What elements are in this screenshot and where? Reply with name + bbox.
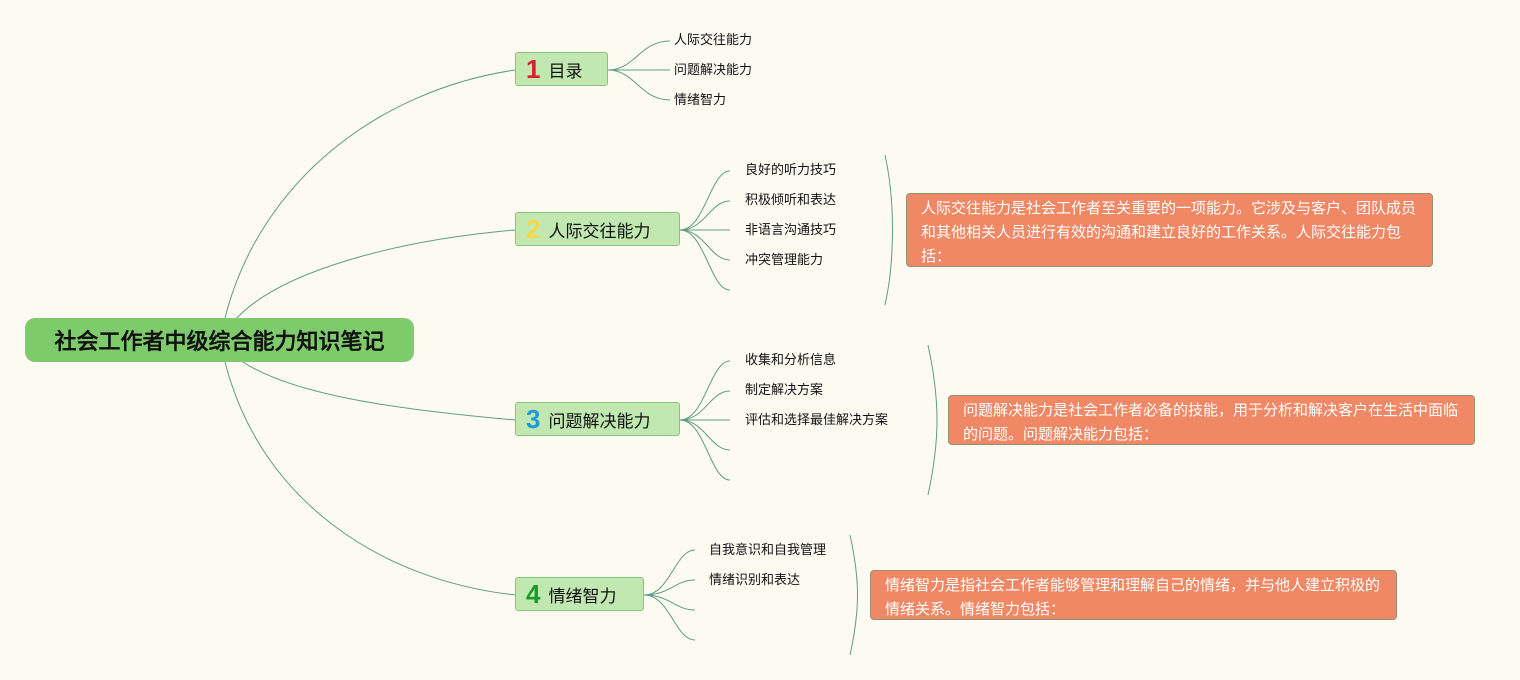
leaf-topic[interactable]: 自我意识和自我管理 xyxy=(709,543,827,558)
root-title: 社会工作者中级综合能力知识笔记 xyxy=(54,330,385,355)
branch-label: 目录 xyxy=(548,61,583,82)
number-2-icon: 2 xyxy=(526,213,541,244)
number-4-icon: 4 xyxy=(526,578,541,609)
leaf-topic[interactable]: 积极倾听和表达 xyxy=(745,193,837,208)
number-1-icon: 1 xyxy=(526,53,541,84)
branch-label: 问题解决能力 xyxy=(548,411,651,432)
summary-note[interactable]: 人际交往能力是社会工作者至关重要的一项能力。它涉及与客户、团队成员和其他相关人员… xyxy=(906,193,1433,267)
summary-note[interactable]: 情绪智力是指社会工作者能够管理和理解自己的情绪，并与他人建立积极的情绪关系。情绪… xyxy=(870,570,1397,620)
branch-toc[interactable]: 1 目录 xyxy=(515,52,608,86)
root-topic[interactable]: 社会工作者中级综合能力知识笔记 xyxy=(25,318,414,362)
leaf-topic[interactable]: 非语言沟通技巧 xyxy=(745,223,837,238)
number-3-icon: 3 xyxy=(526,403,541,434)
leaf-topic[interactable]: 人际交往能力 xyxy=(674,33,753,48)
leaf-topic[interactable]: 制定解决方案 xyxy=(745,383,824,398)
leaf-topic[interactable]: 冲突管理能力 xyxy=(745,253,824,268)
leaf-topic[interactable]: 收集和分析信息 xyxy=(745,353,837,368)
branch-label: 人际交往能力 xyxy=(548,221,651,242)
leaf-topic[interactable]: 良好的听力技巧 xyxy=(745,163,837,178)
branch-label: 情绪智力 xyxy=(548,586,617,607)
branch-problem-solving[interactable]: 3 问题解决能力 xyxy=(515,402,680,436)
branch-emotional-intelligence[interactable]: 4 情绪智力 xyxy=(515,577,644,611)
leaf-topic[interactable]: 情绪智力 xyxy=(674,93,727,108)
leaf-topic[interactable]: 评估和选择最佳解决方案 xyxy=(745,413,889,428)
leaf-topic[interactable]: 问题解决能力 xyxy=(674,63,753,78)
leaf-topic[interactable]: 情绪识别和表达 xyxy=(709,573,801,588)
summary-note[interactable]: 问题解决能力是社会工作者必备的技能，用于分析和解决客户在生活中面临的问题。问题解… xyxy=(948,395,1475,445)
branch-interpersonal[interactable]: 2 人际交往能力 xyxy=(515,212,680,246)
